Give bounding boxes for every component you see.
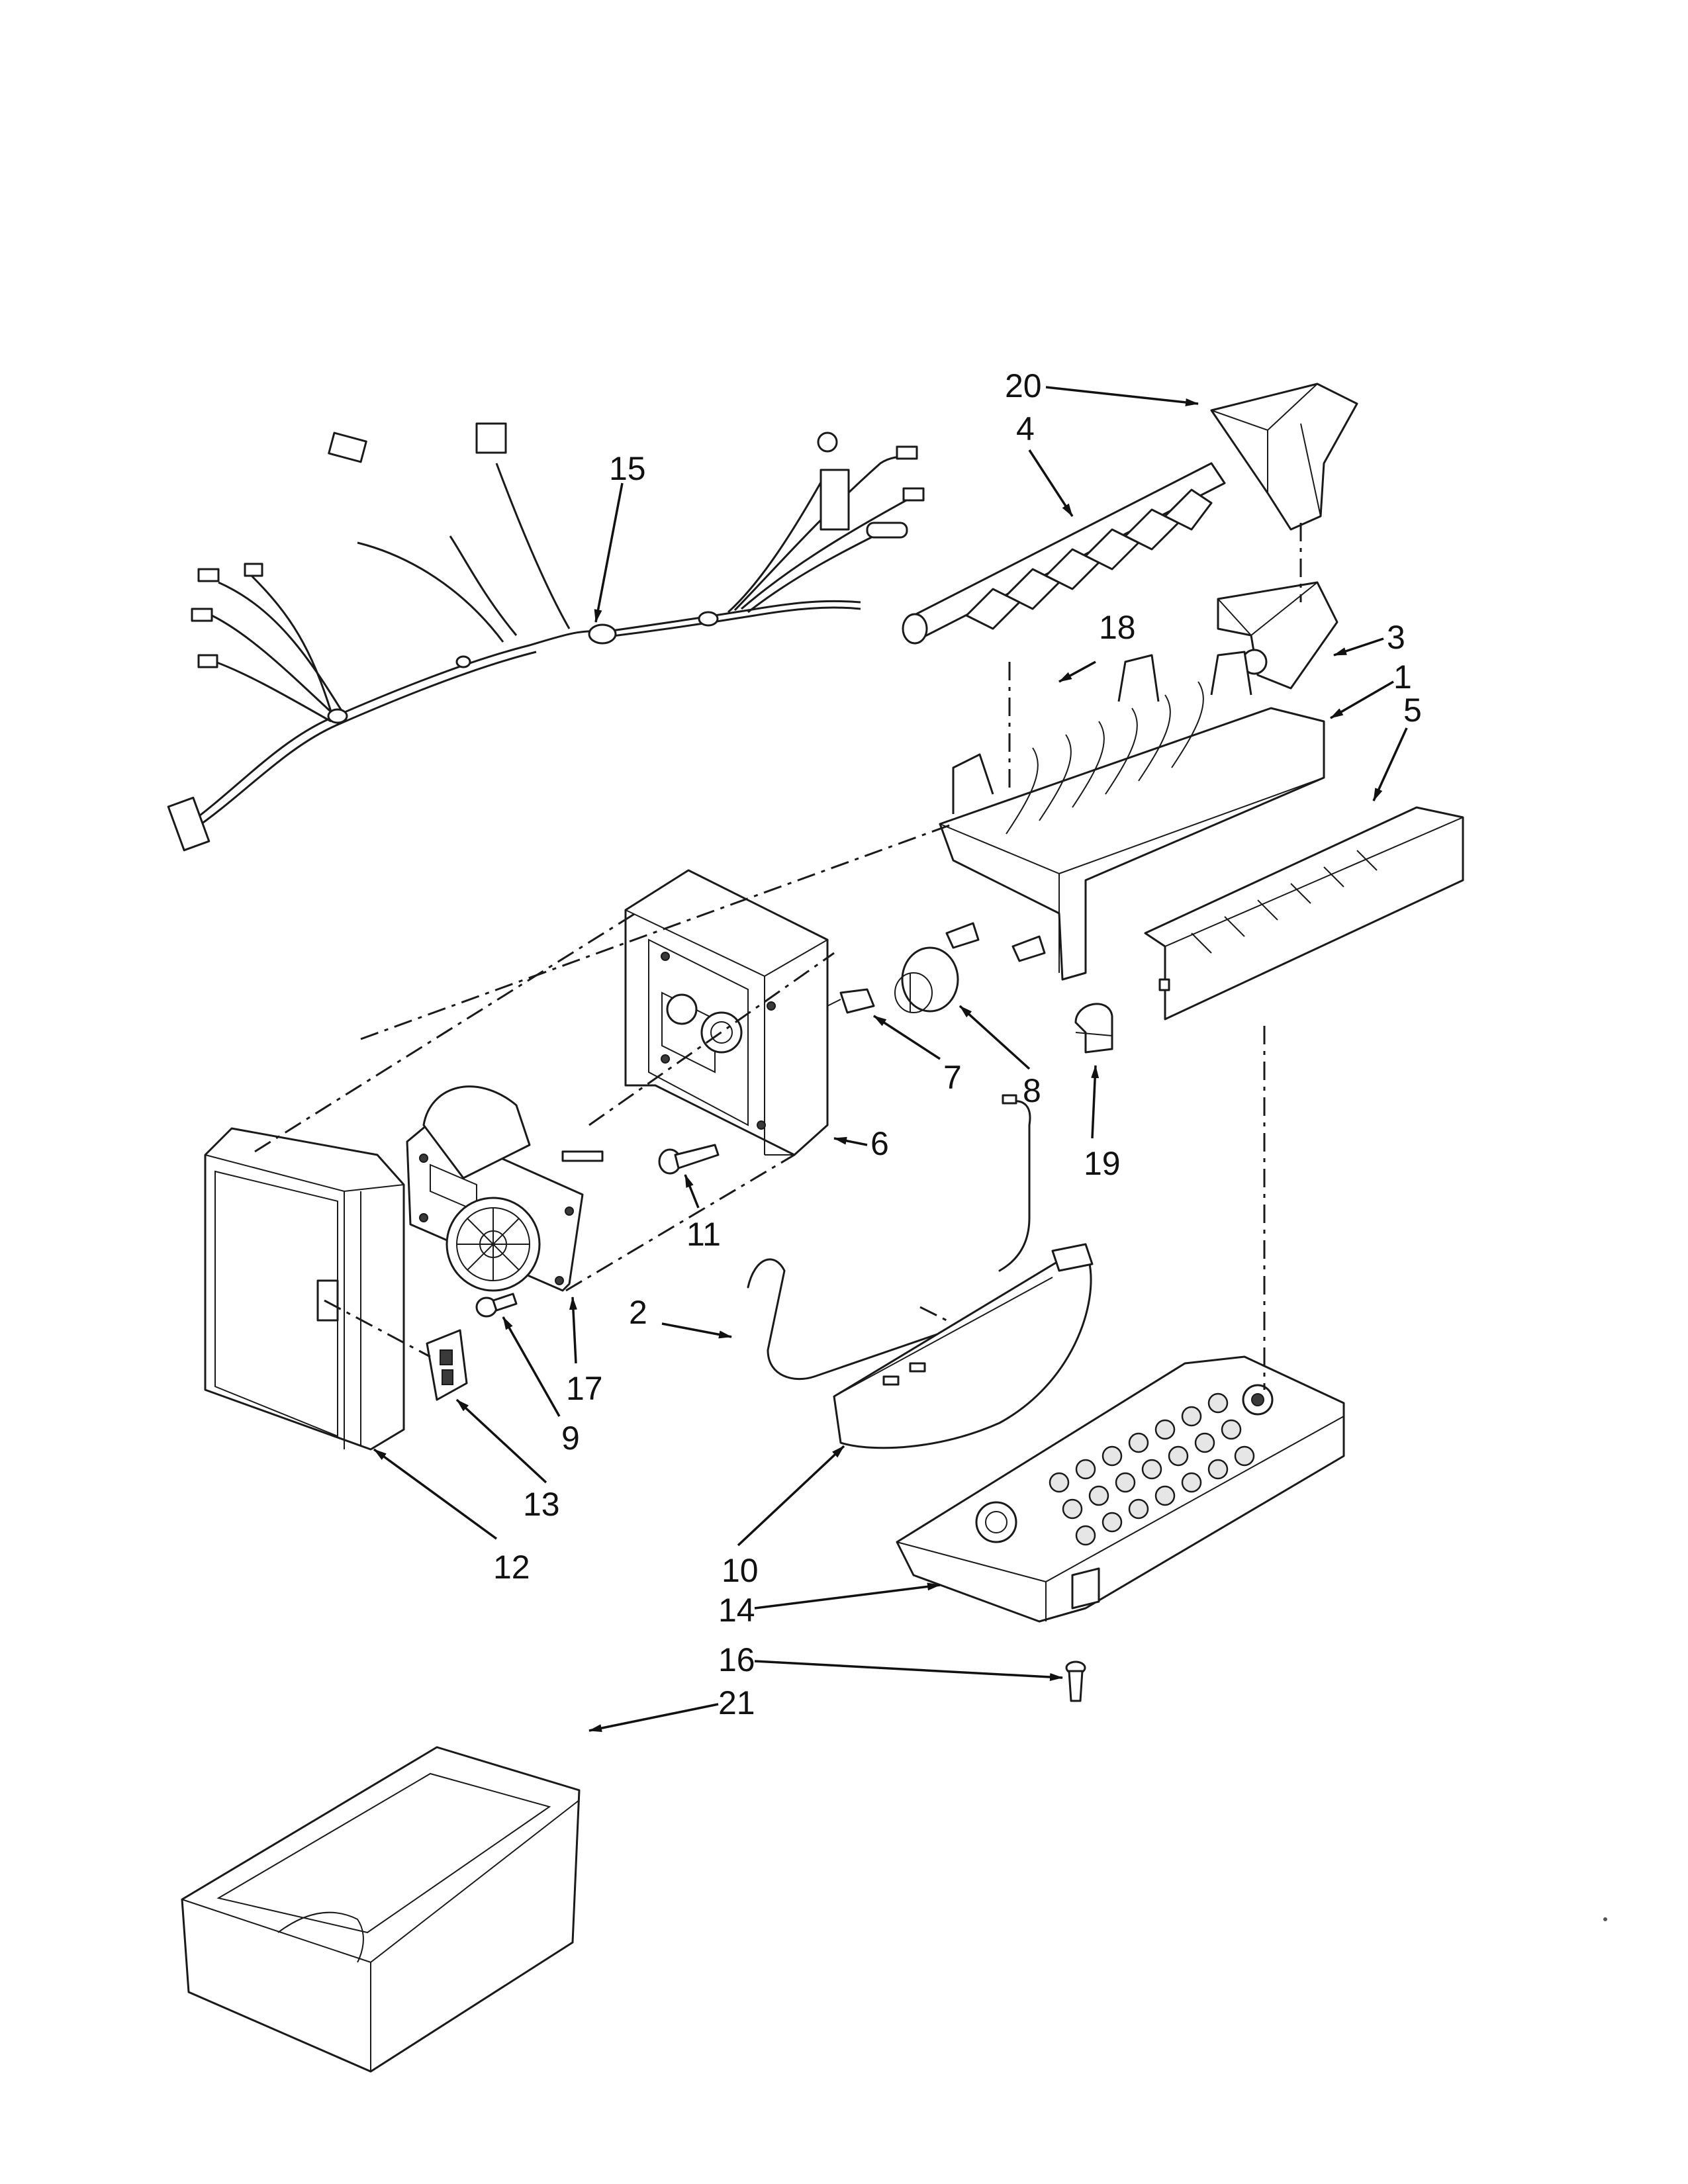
callout-16: 16 xyxy=(718,1641,755,1678)
callout-4: 4 xyxy=(1016,410,1035,447)
screw-9 xyxy=(475,1293,518,1318)
callout-19: 19 xyxy=(1084,1145,1121,1182)
callout-5: 5 xyxy=(1403,692,1422,729)
assembly-center-lines xyxy=(254,523,1302,1390)
leader-lines xyxy=(373,386,1408,1733)
ice-mold xyxy=(939,651,1325,981)
callout-8: 8 xyxy=(1023,1072,1041,1109)
callout-13: 13 xyxy=(523,1486,560,1523)
heater-terminal xyxy=(827,922,1046,1014)
callout-numbers: 20 4 15 18 3 1 5 8 7 6 19 11 2 17 9 13 1… xyxy=(493,367,1422,1721)
screw-16 xyxy=(1065,1661,1086,1702)
callout-7: 7 xyxy=(943,1059,962,1096)
module-housing xyxy=(624,869,829,1156)
wiring-harness xyxy=(167,422,925,852)
ice-maker-base xyxy=(896,1355,1345,1623)
rocker-switch xyxy=(426,1329,468,1401)
callout-11: 11 xyxy=(686,1216,721,1253)
callout-14: 14 xyxy=(718,1592,755,1629)
ice-bucket xyxy=(181,1746,581,2073)
callout-15: 15 xyxy=(609,450,646,487)
fill-trough xyxy=(833,1243,1094,1449)
callout-3: 3 xyxy=(1387,619,1405,656)
ejector xyxy=(902,462,1226,645)
shutoff-arm xyxy=(747,1094,1031,1381)
base-pegs xyxy=(1049,1392,1255,1546)
callout-9: 9 xyxy=(561,1420,580,1457)
clip xyxy=(1074,1003,1113,1054)
ice-guide-top xyxy=(1210,383,1358,531)
screw-11 xyxy=(658,1144,720,1175)
callout-12: 12 xyxy=(493,1549,530,1586)
motor-gear-plate xyxy=(406,1085,604,1292)
thermostat xyxy=(894,946,959,1013)
callout-21: 21 xyxy=(718,1684,755,1721)
stripper xyxy=(1144,806,1464,1021)
callout-17: 17 xyxy=(566,1370,603,1407)
callout-10: 10 xyxy=(722,1552,759,1589)
registration-dot xyxy=(1603,1917,1607,1921)
front-cover xyxy=(204,1127,405,1451)
callout-2: 2 xyxy=(629,1294,647,1331)
callout-20: 20 xyxy=(1005,367,1042,404)
callout-18: 18 xyxy=(1099,609,1136,646)
callout-1: 1 xyxy=(1393,659,1412,696)
callout-6: 6 xyxy=(870,1125,889,1162)
